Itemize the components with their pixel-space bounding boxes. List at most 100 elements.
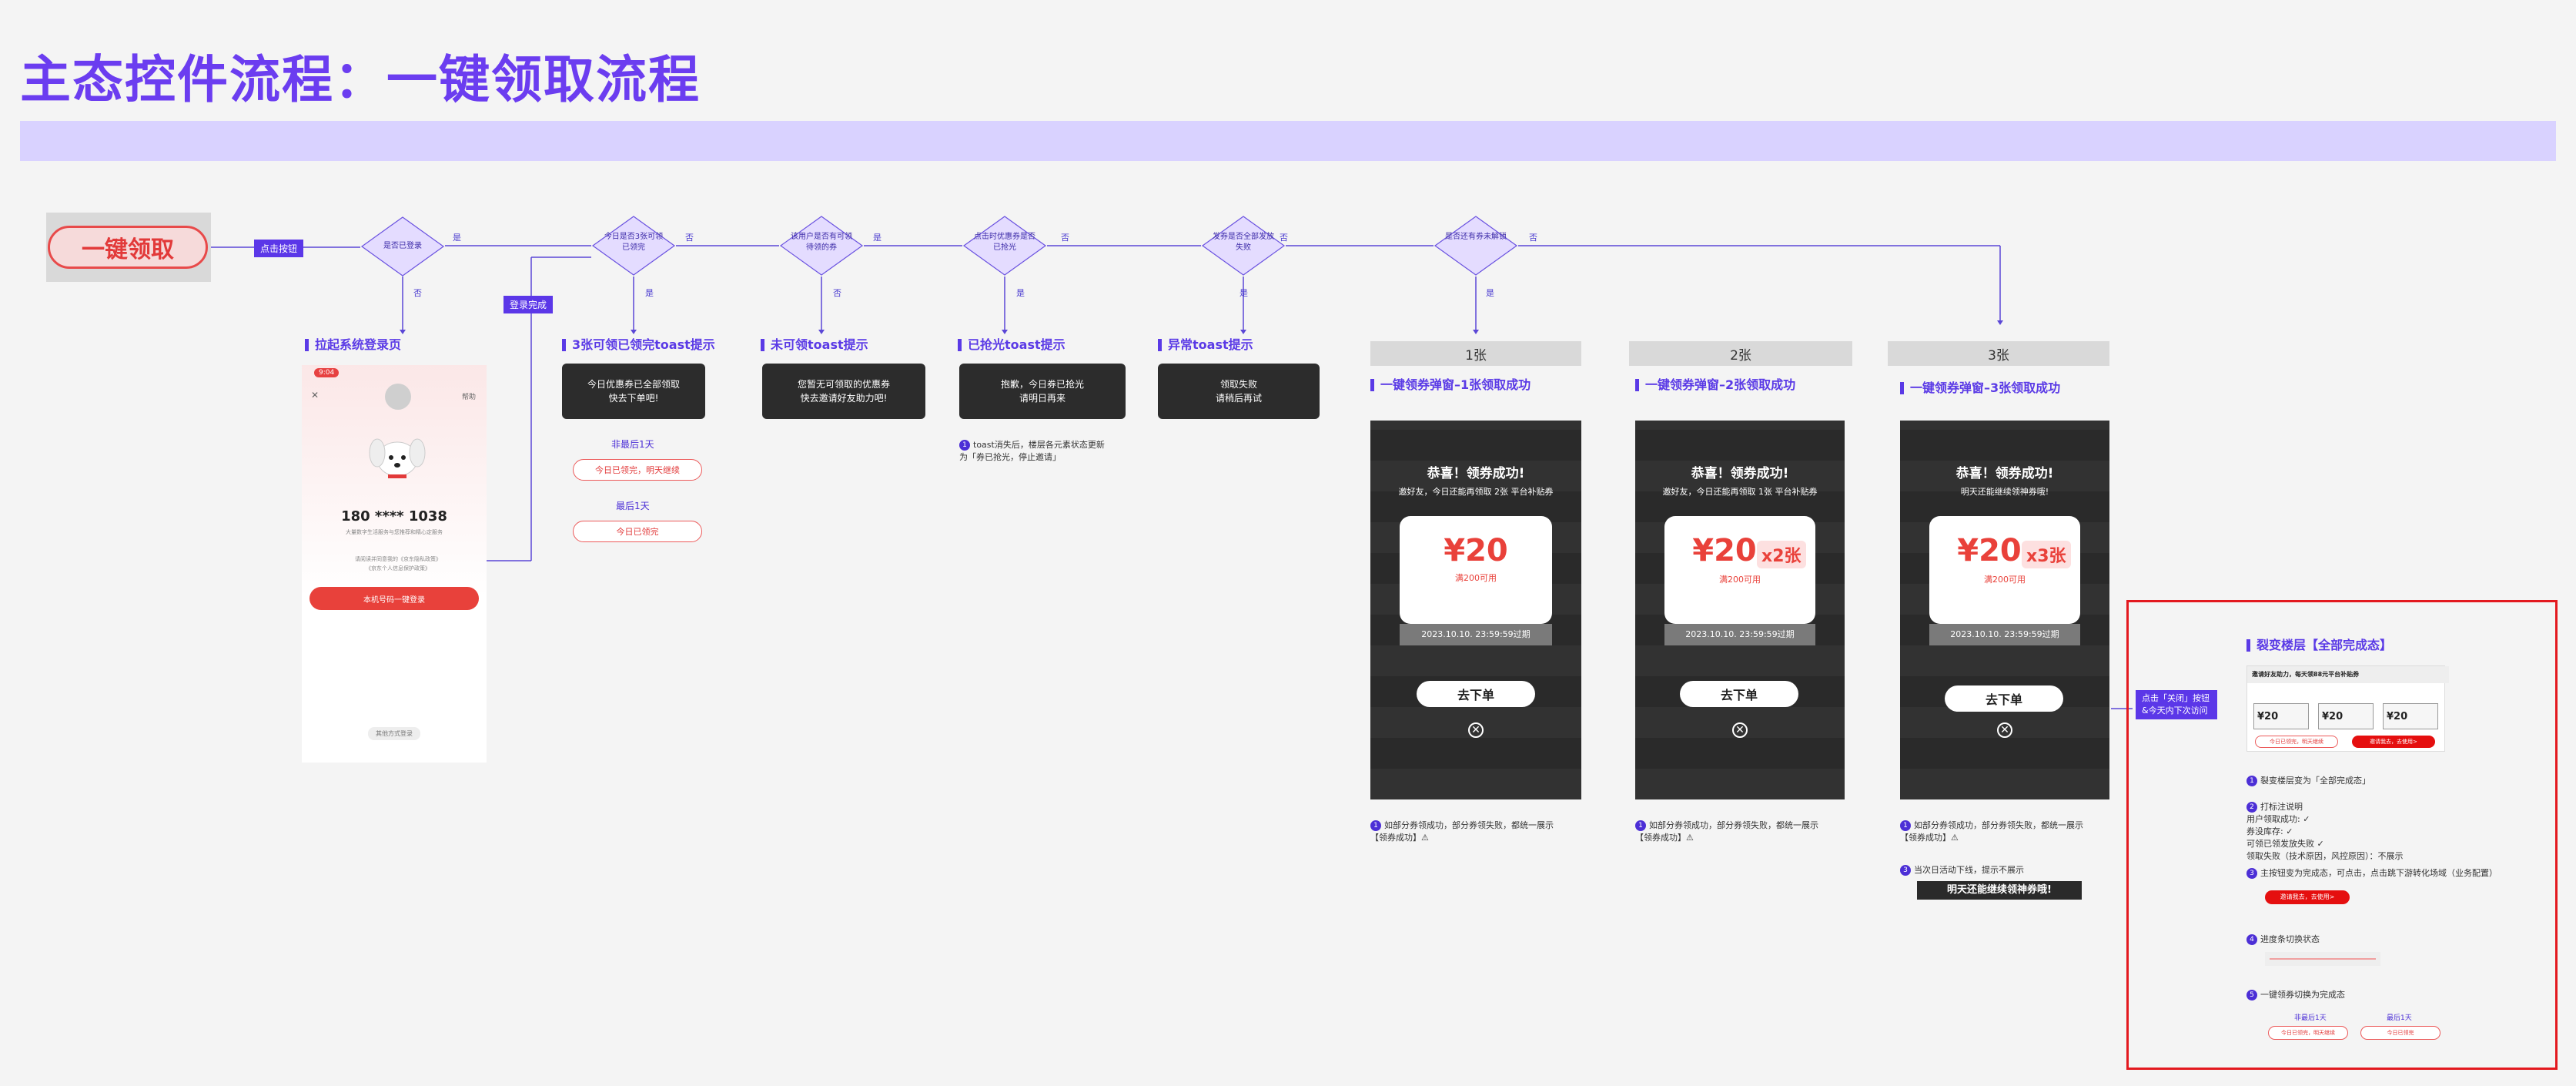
- coupon-value: ¥20: [1692, 533, 1757, 568]
- decision-label: 该用户是否有可领待领的券: [791, 233, 852, 252]
- toast-claimed: 今日优惠券已全部领取 快去下单吧!: [562, 364, 705, 419]
- step-number: 3: [2246, 868, 2257, 879]
- coupon-value: ¥20: [1957, 533, 2022, 568]
- coupon-expire: 2023.10.10. 23:59:59过期: [1664, 624, 1815, 645]
- coupon-card: ¥20 x3张 满200可用: [1929, 516, 2080, 624]
- final-coupon-1: ¥20: [2253, 703, 2309, 729]
- coupon-expire: 2023.10.10. 23:59:59过期: [1400, 624, 1552, 645]
- yes-label: 是: [453, 233, 461, 243]
- note-text: 如部分券领成功，部分券领失败，都统一展示 【领券成功】⚠: [1635, 820, 1818, 843]
- close-icon[interactable]: ✕: [1468, 722, 1484, 738]
- decision-3-claimed: 今日是否3张可领已领完: [591, 215, 676, 277]
- final-coupon-2: ¥20: [2318, 703, 2374, 729]
- final-floor-card: 邀请好友助力，每天领88元平台补贴券 ¥20 ¥20 ¥20 今日已领完，明天继…: [2246, 665, 2449, 752]
- yes-label: 否: [1061, 233, 1069, 243]
- popup-title-1: 一键领券弹窗–1张领取成功: [1370, 379, 1531, 391]
- section-title-toast-none: 未可领toast提示: [761, 339, 868, 351]
- section-title-toast-error: 异常toast提示: [1158, 339, 1253, 351]
- login-phone-screen: 9:04 ✕ 帮助 180 **** 1038 大量数字生活服务与您推荐和精心定…: [302, 365, 487, 763]
- note-text: 裂变楼层变为「全部完成态」: [2260, 776, 2370, 786]
- help-link[interactable]: 帮助: [462, 394, 477, 401]
- step-number: 1: [1635, 820, 1646, 831]
- step-number: 3: [1900, 865, 1911, 876]
- step-number: 1: [1370, 820, 1381, 831]
- decision-label: 是否已登录: [383, 242, 422, 250]
- final-label-last: 最后1天: [2387, 1014, 2412, 1022]
- decision-label: 发券是否全部发放失败: [1213, 233, 1274, 252]
- one-click-claim-button[interactable]: 一键领取: [48, 226, 208, 269]
- popup-heading: 恭喜！领券成功!: [1955, 466, 2054, 481]
- mascot-dog-icon: [369, 438, 426, 478]
- popup-title-3: 一键领券弹窗–3张领取成功: [1900, 382, 2060, 394]
- no-label: 是: [1486, 288, 1494, 298]
- toast-error: 领取失败 请稍后再试: [1158, 364, 1320, 419]
- popup-heading: 恭喜！领券成功!: [1427, 466, 1525, 481]
- section-title-toast-claimed: 3张可领已领完toast提示: [562, 339, 715, 351]
- toast-none: 您暂无可领取的优惠券 快去邀请好友助力吧!: [762, 364, 925, 419]
- final-title: 裂变楼层【全部完成态】: [2246, 639, 2392, 652]
- section-title-toast-soldout: 已抢光toast提示: [958, 339, 1066, 351]
- popup-head-1: 1张: [1370, 341, 1581, 366]
- decision-label: 点击时优惠券是否已抢光: [974, 233, 1035, 252]
- coupon-card: ¥20 满200可用: [1400, 516, 1552, 624]
- tag-click: 点击按钮: [254, 240, 304, 257]
- close-icon[interactable]: ✕: [1732, 722, 1748, 738]
- note-text: 一键领券切换为完成态: [2260, 990, 2345, 1000]
- step-number: 4: [2246, 934, 2257, 945]
- go-order-button[interactable]: 去下单: [1945, 685, 2063, 712]
- pill-claimed-continue: 今日已领完，明天继续: [573, 459, 702, 481]
- status-time: 9:04: [314, 368, 340, 377]
- no-label: 否: [833, 288, 841, 298]
- coupon-multiplier: x3张: [2022, 541, 2071, 568]
- other-login-link[interactable]: 其他方式登录: [368, 727, 420, 740]
- note-text: 当次日活动下线，提示不展示: [1914, 865, 2024, 875]
- label-last-day: 最后1天: [616, 501, 650, 511]
- popup-screen-1: 恭喜！领券成功! 邀好友，今日还能再领取 2张 平台补贴券 ¥20 满200可用…: [1370, 421, 1581, 799]
- go-order-button[interactable]: 去下单: [1417, 681, 1535, 707]
- yes-label: 否: [1529, 233, 1537, 243]
- step-number: 1: [2246, 776, 2257, 786]
- tomorrow-banner: 明天还能继续领神券哦!: [1917, 881, 2082, 900]
- section-title-login: 拉起系统登录页: [305, 339, 401, 351]
- go-order-button[interactable]: 去下单: [1680, 681, 1798, 707]
- no-label: 是: [645, 288, 654, 298]
- step-number: 1: [1900, 820, 1911, 831]
- final-use-button[interactable]: 邀请我去，去使用>: [2352, 736, 2435, 748]
- phone-number: 180 **** 1038: [341, 508, 447, 525]
- label-not-last-day: 非最后1天: [611, 439, 654, 450]
- toast-soldout: 抱歉，今日券已抢光 请明日再来: [959, 364, 1126, 419]
- coupon-value: ¥20: [1444, 533, 1508, 568]
- step-number: 5: [2246, 990, 2257, 1001]
- privacy-agreement[interactable]: 请阅读并同意我的《京东隐私政策》 《京东个人信息保护政策》: [355, 556, 441, 571]
- note-text: 打标注说明 用户领取成功: ✓ 券没库存: ✓ 可领已领发放失败 ✓ 领取失败（…: [2246, 802, 2404, 861]
- note-text: 主按钮变为完成态，可点击，点击跳下游转化场域（业务配置）: [2260, 868, 2497, 878]
- login-subtitle: 大量数字生活服务与您推荐和精心定服务: [346, 529, 443, 535]
- close-icon[interactable]: ✕: [1997, 722, 2012, 738]
- decision-issue-failed: 发券是否全部发放失败: [1201, 215, 1286, 277]
- coupon-expire: 2023.10.10. 23:59:59过期: [1929, 624, 2080, 645]
- popup-heading: 恭喜！领券成功!: [1691, 466, 1789, 481]
- coupon-condition: 满200可用: [1455, 573, 1497, 583]
- final-note3-button: 邀请我去，去使用>: [2265, 890, 2350, 904]
- popup-title-2: 一键领券弹窗–2张领取成功: [1635, 379, 1795, 391]
- page-title: 主态控件流程：一键领取流程: [20, 50, 701, 109]
- popup-subheading: 邀好友，今日还能再领取 2张 平台补贴券: [1398, 487, 1554, 497]
- close-icon[interactable]: ✕: [311, 390, 319, 401]
- popup-subheading: 邀好友，今日还能再领取 1张 平台补贴券: [1662, 487, 1818, 497]
- one-tap-login-button[interactable]: 本机号码一键登录: [309, 587, 479, 610]
- header-band: [20, 121, 2556, 161]
- pill-claimed: 今日已领完: [573, 521, 702, 542]
- final-banner: 邀请好友助力，每天领88元平台补贴券: [2247, 666, 2449, 683]
- coupon-card: ¥20 x2张 满200可用: [1664, 516, 1815, 624]
- note-text: 进度条切换状态: [2260, 934, 2320, 944]
- yes-label: 否: [1280, 233, 1288, 243]
- decision-logged-in: 是否已登录: [360, 216, 445, 277]
